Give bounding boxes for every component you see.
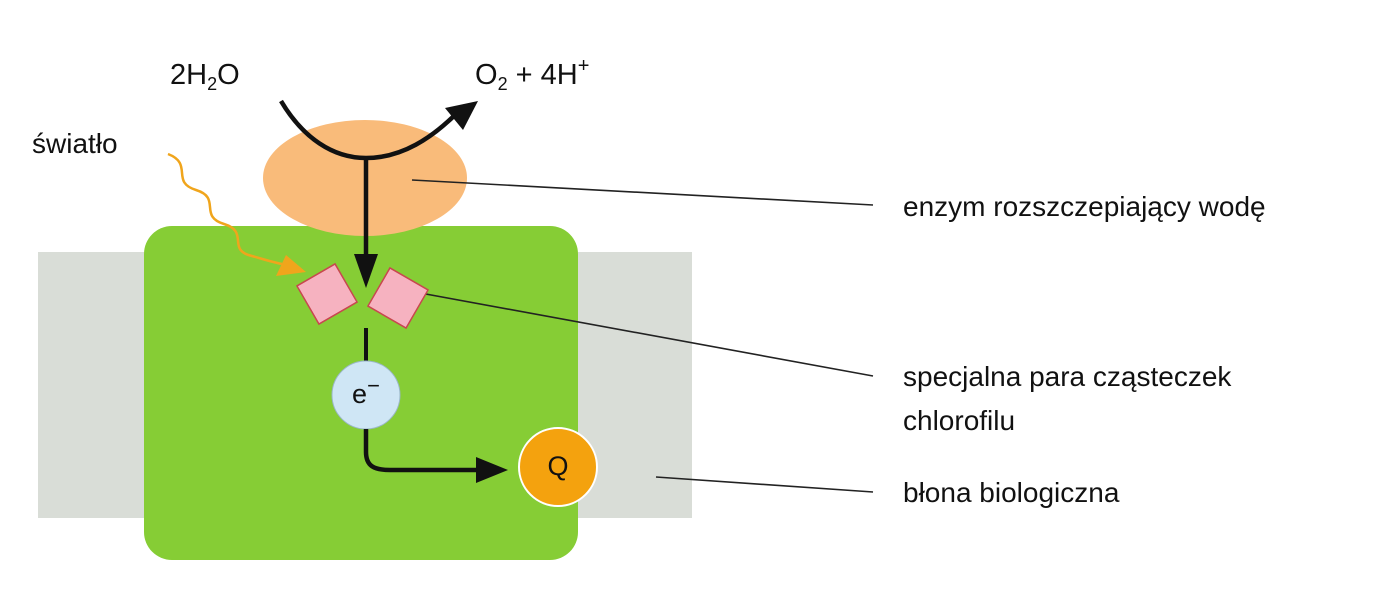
electron-down-arrow-head xyxy=(354,254,378,288)
chlorophyll-molecule-left xyxy=(295,262,359,326)
chlorophyll-leader-line xyxy=(403,289,874,377)
reactant-water: 2H2O xyxy=(170,59,240,94)
quinone-arrow-head xyxy=(476,457,508,483)
light-wave xyxy=(167,152,283,266)
enzyme-leader-line xyxy=(411,179,874,206)
membrane-label: błona biologiczna xyxy=(903,477,1120,508)
product-oxygen-protons: O2 + 4H+ xyxy=(475,55,590,94)
chlorophyll-label-line1: specjalna para cząsteczek xyxy=(903,361,1232,392)
electron-symbol: e− xyxy=(352,373,380,409)
quinone-symbol: Q xyxy=(547,451,569,481)
membrane-leader-line xyxy=(655,476,874,493)
quinone-circle xyxy=(518,427,598,507)
chlorophyll-label-line2: chlorofilu xyxy=(903,405,1016,436)
light-arrow-head xyxy=(276,255,306,276)
light-label: światło xyxy=(32,128,118,159)
water-arrow-head xyxy=(445,101,478,130)
chlorophyll-molecule-right xyxy=(366,266,430,330)
electron-to-quinone-arrow xyxy=(363,429,480,473)
enzyme-label: enzym rozszczepiający wodę xyxy=(903,191,1266,222)
